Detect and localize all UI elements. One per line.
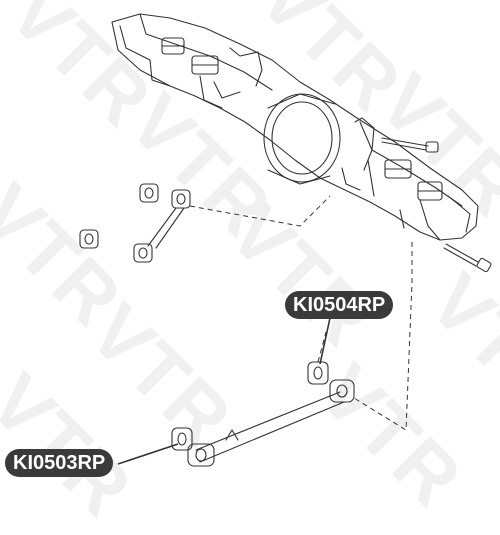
- line-drawing: [79, 13, 492, 467]
- mounting-bolt: [443, 243, 492, 273]
- part-number-callout: KI0504RP: [285, 291, 394, 319]
- callout-leaders: [117, 317, 331, 465]
- mounting-bolt: [381, 137, 439, 153]
- assembly-lines: [189, 195, 413, 431]
- part-number-callout: KI0503RP: [5, 449, 114, 477]
- upper-link-bushings: [79, 183, 191, 263]
- lower-trailing-arm: [187, 379, 355, 467]
- rear-axle-housing: [111, 13, 479, 241]
- bushing-upper: [307, 361, 329, 385]
- bushing-lower: [171, 427, 193, 451]
